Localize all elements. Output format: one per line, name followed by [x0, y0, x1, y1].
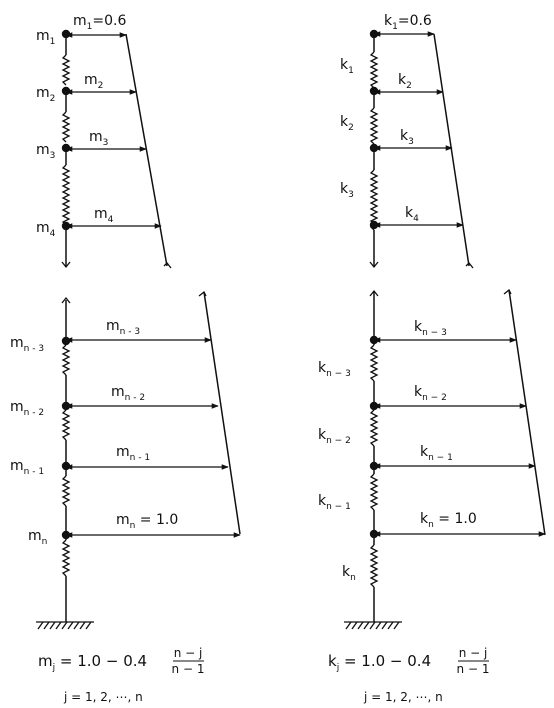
stiffness-break-mark: [369, 289, 379, 297]
stiffness-spring-2: [369, 107, 379, 145]
stiffness-spring-label: kn − 2: [318, 427, 351, 446]
stiffness-spring-label: k2: [340, 114, 354, 133]
stiffness-spring-label: kn − 1: [318, 493, 351, 512]
stiffness-spring-n2: [369, 409, 379, 447]
mass-node-4: [61, 221, 71, 231]
mass-node-label: m3: [36, 142, 55, 161]
stiffness-node-4: [369, 220, 379, 230]
stiffness-node-2: [369, 86, 379, 96]
mass-arrow-label: m3: [89, 129, 108, 148]
mass-break-mark: [61, 261, 71, 269]
mass-arrow-label: m4: [94, 206, 114, 225]
stiffness-break-mark: [369, 261, 379, 269]
stiffness-arrow-label: kn = 1.0: [420, 511, 477, 530]
stiffness-spring-label: kn: [342, 564, 356, 583]
mass-node-n1: [61, 461, 71, 471]
stiffness-node-3: [369, 143, 379, 153]
stiffness-spring-label: k3: [340, 181, 354, 200]
mass-ground: [36, 621, 94, 630]
mass-arrow-label: mn = 1.0: [116, 512, 178, 531]
stiffness-index-range: j = 1, 2, ⋯, n: [363, 690, 443, 704]
mass-node-label: mn - 3: [10, 335, 44, 354]
mass-spring-1: [61, 54, 71, 86]
stiffness-spring-n: [369, 544, 379, 588]
mass-node-1: [61, 29, 71, 39]
mass-node-label: mn - 2: [10, 399, 44, 418]
mass-break-mark: [198, 290, 207, 297]
mass-spring-2: [61, 111, 71, 143]
stiffness-node-1: [369, 29, 379, 39]
mass-formula-numerator: n − j: [174, 646, 203, 660]
mass-node-label: mn: [28, 528, 47, 547]
mass-arrow-label: mn - 2: [111, 384, 145, 403]
stiffness-node-n: [369, 529, 379, 539]
stiffness-node-n1: [369, 461, 379, 471]
stiffness-formula-numerator: n − j: [459, 646, 488, 660]
stiffness-arrow-label: k3: [400, 128, 414, 147]
mass-break-mark: [163, 262, 172, 269]
mass-node-n: [61, 530, 71, 540]
mass-slope-line-top: [125, 33, 168, 267]
stiffness-diagram: k1 k2 k3 k1=0.6 k2 k3 k4: [318, 13, 546, 704]
mass-node-label: m1: [36, 28, 55, 47]
stiffness-slope-line-bottom: [508, 289, 546, 536]
stiffness-arrow-label: k4: [405, 205, 419, 224]
mass-spring-n1: [61, 475, 71, 507]
mass-formula-denominator: n − 1: [172, 662, 205, 676]
mass-spring-n2: [61, 409, 71, 441]
mass-arrow-label: m2: [84, 72, 103, 91]
mass-node-n2: [61, 401, 71, 411]
stiffness-spring-n1: [369, 473, 379, 511]
stiffness-arrow-label: kn − 3: [414, 319, 447, 338]
stiffness-spring-label: k1: [340, 57, 354, 76]
stiffness-break-mark: [465, 262, 474, 269]
stiffness-spring-1: [369, 51, 379, 89]
stiffness-arrow-label: kn − 1: [420, 444, 453, 463]
stiffness-node-n2: [369, 401, 379, 411]
stiffness-formula-denominator: n − 1: [457, 662, 490, 676]
mass-spring-n3: [61, 344, 71, 376]
mass-arrow-label: m1=0.6: [73, 13, 126, 32]
mass-spring-base: [61, 539, 71, 577]
mass-break-mark: [61, 296, 71, 304]
mass-formula-lhs: mj = 1.0 − 0.4: [38, 652, 147, 673]
mass-node-2: [61, 86, 71, 96]
stiffness-node-n3: [369, 335, 379, 345]
stiffness-arrow-label: k2: [398, 72, 412, 91]
mass-spring-3: [61, 164, 71, 226]
stiffness-arrow-label: k1=0.6: [384, 13, 432, 32]
mass-slope-line-bottom: [203, 291, 241, 535]
stiffness-spring-n3: [369, 344, 379, 382]
mass-arrow-label: mn - 3: [106, 318, 140, 337]
stiffness-break-mark: [503, 288, 512, 295]
mass-node-label: m2: [36, 85, 55, 104]
mass-arrow-label: mn - 1: [116, 444, 150, 463]
stiffness-spring-3: [369, 169, 379, 231]
stiffness-arrow-label: kn − 2: [414, 384, 447, 403]
stiffness-ground: [344, 621, 402, 630]
mass-node-3: [61, 143, 71, 153]
mass-diagram: m1 m2 m3 m4 m1=0.6 m2 m3 m4: [10, 13, 241, 704]
mass-node-n3: [61, 336, 71, 346]
mass-node-label: m4: [36, 220, 56, 239]
stiffness-slope-line-top: [433, 33, 470, 267]
mass-node-label: mn - 1: [10, 458, 44, 477]
stiffness-formula-lhs: kj = 1.0 − 0.4: [328, 652, 431, 673]
mass-index-range: j = 1, 2, ⋯, n: [63, 690, 143, 704]
stiffness-spring-label: kn − 3: [318, 360, 351, 379]
